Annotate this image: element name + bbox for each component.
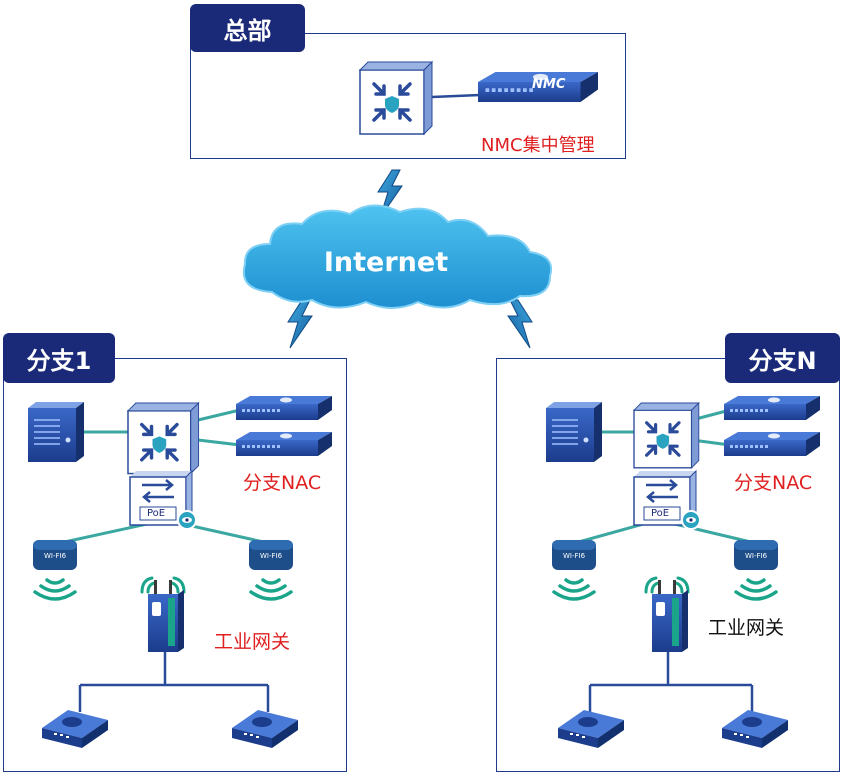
branch1-firewall-icon: [126, 401, 201, 476]
branch1-nac-label: 分支NAC: [243, 472, 322, 494]
nac-appliance-icon: [724, 432, 820, 456]
wifi-ap-icon: [550, 538, 598, 601]
branch1-poe-switch-icon: [128, 469, 198, 531]
branchN-title: 分支N: [725, 333, 840, 383]
branchN-poe-text: PoE: [651, 508, 669, 519]
industrial-gateway-icon: [644, 576, 690, 654]
branchN-wifi-text: WI-FI6: [745, 552, 768, 560]
branchN-server-icon: [545, 401, 603, 463]
nmc-device-text: NMC: [532, 77, 566, 92]
hq-firewall-icon: [358, 60, 434, 136]
branch1-title: 分支1: [3, 333, 115, 383]
wifi-ap-icon: [31, 538, 79, 601]
branchN-poe-switch-icon: [632, 469, 702, 531]
router-icon: [558, 710, 624, 748]
cloud-icon: [242, 204, 552, 309]
router-icon: [42, 710, 108, 748]
branchN-gateway-label: 工业网关: [708, 617, 785, 639]
nac-appliance-icon: [236, 396, 332, 420]
branchN-nac-label: 分支NAC: [734, 472, 813, 494]
nmc-label: NMC集中管理: [481, 135, 595, 156]
nac-appliance-icon: [724, 396, 820, 420]
branchN-wifi-text: WI-FI6: [563, 552, 586, 560]
branch1-wifi-text: WI-FI6: [260, 552, 283, 560]
router-icon: [232, 710, 298, 748]
branchN-firewall-icon: [632, 401, 701, 470]
branch1-server-icon: [27, 401, 85, 463]
wifi-ap-icon: [732, 538, 780, 601]
industrial-gateway-icon: [140, 576, 186, 654]
internet-label: Internet: [324, 247, 448, 278]
nac-appliance-icon: [236, 432, 332, 456]
branch1-poe-text: PoE: [147, 508, 165, 519]
branch1-wifi-text: WI-FI6: [44, 552, 67, 560]
hq-title: 总部: [190, 4, 305, 52]
wifi-ap-icon: [247, 538, 295, 601]
lightning-icon: [507, 299, 533, 349]
lightning-icon: [287, 299, 313, 349]
branch1-gateway-label: 工业网关: [214, 631, 291, 653]
router-icon: [722, 710, 788, 748]
